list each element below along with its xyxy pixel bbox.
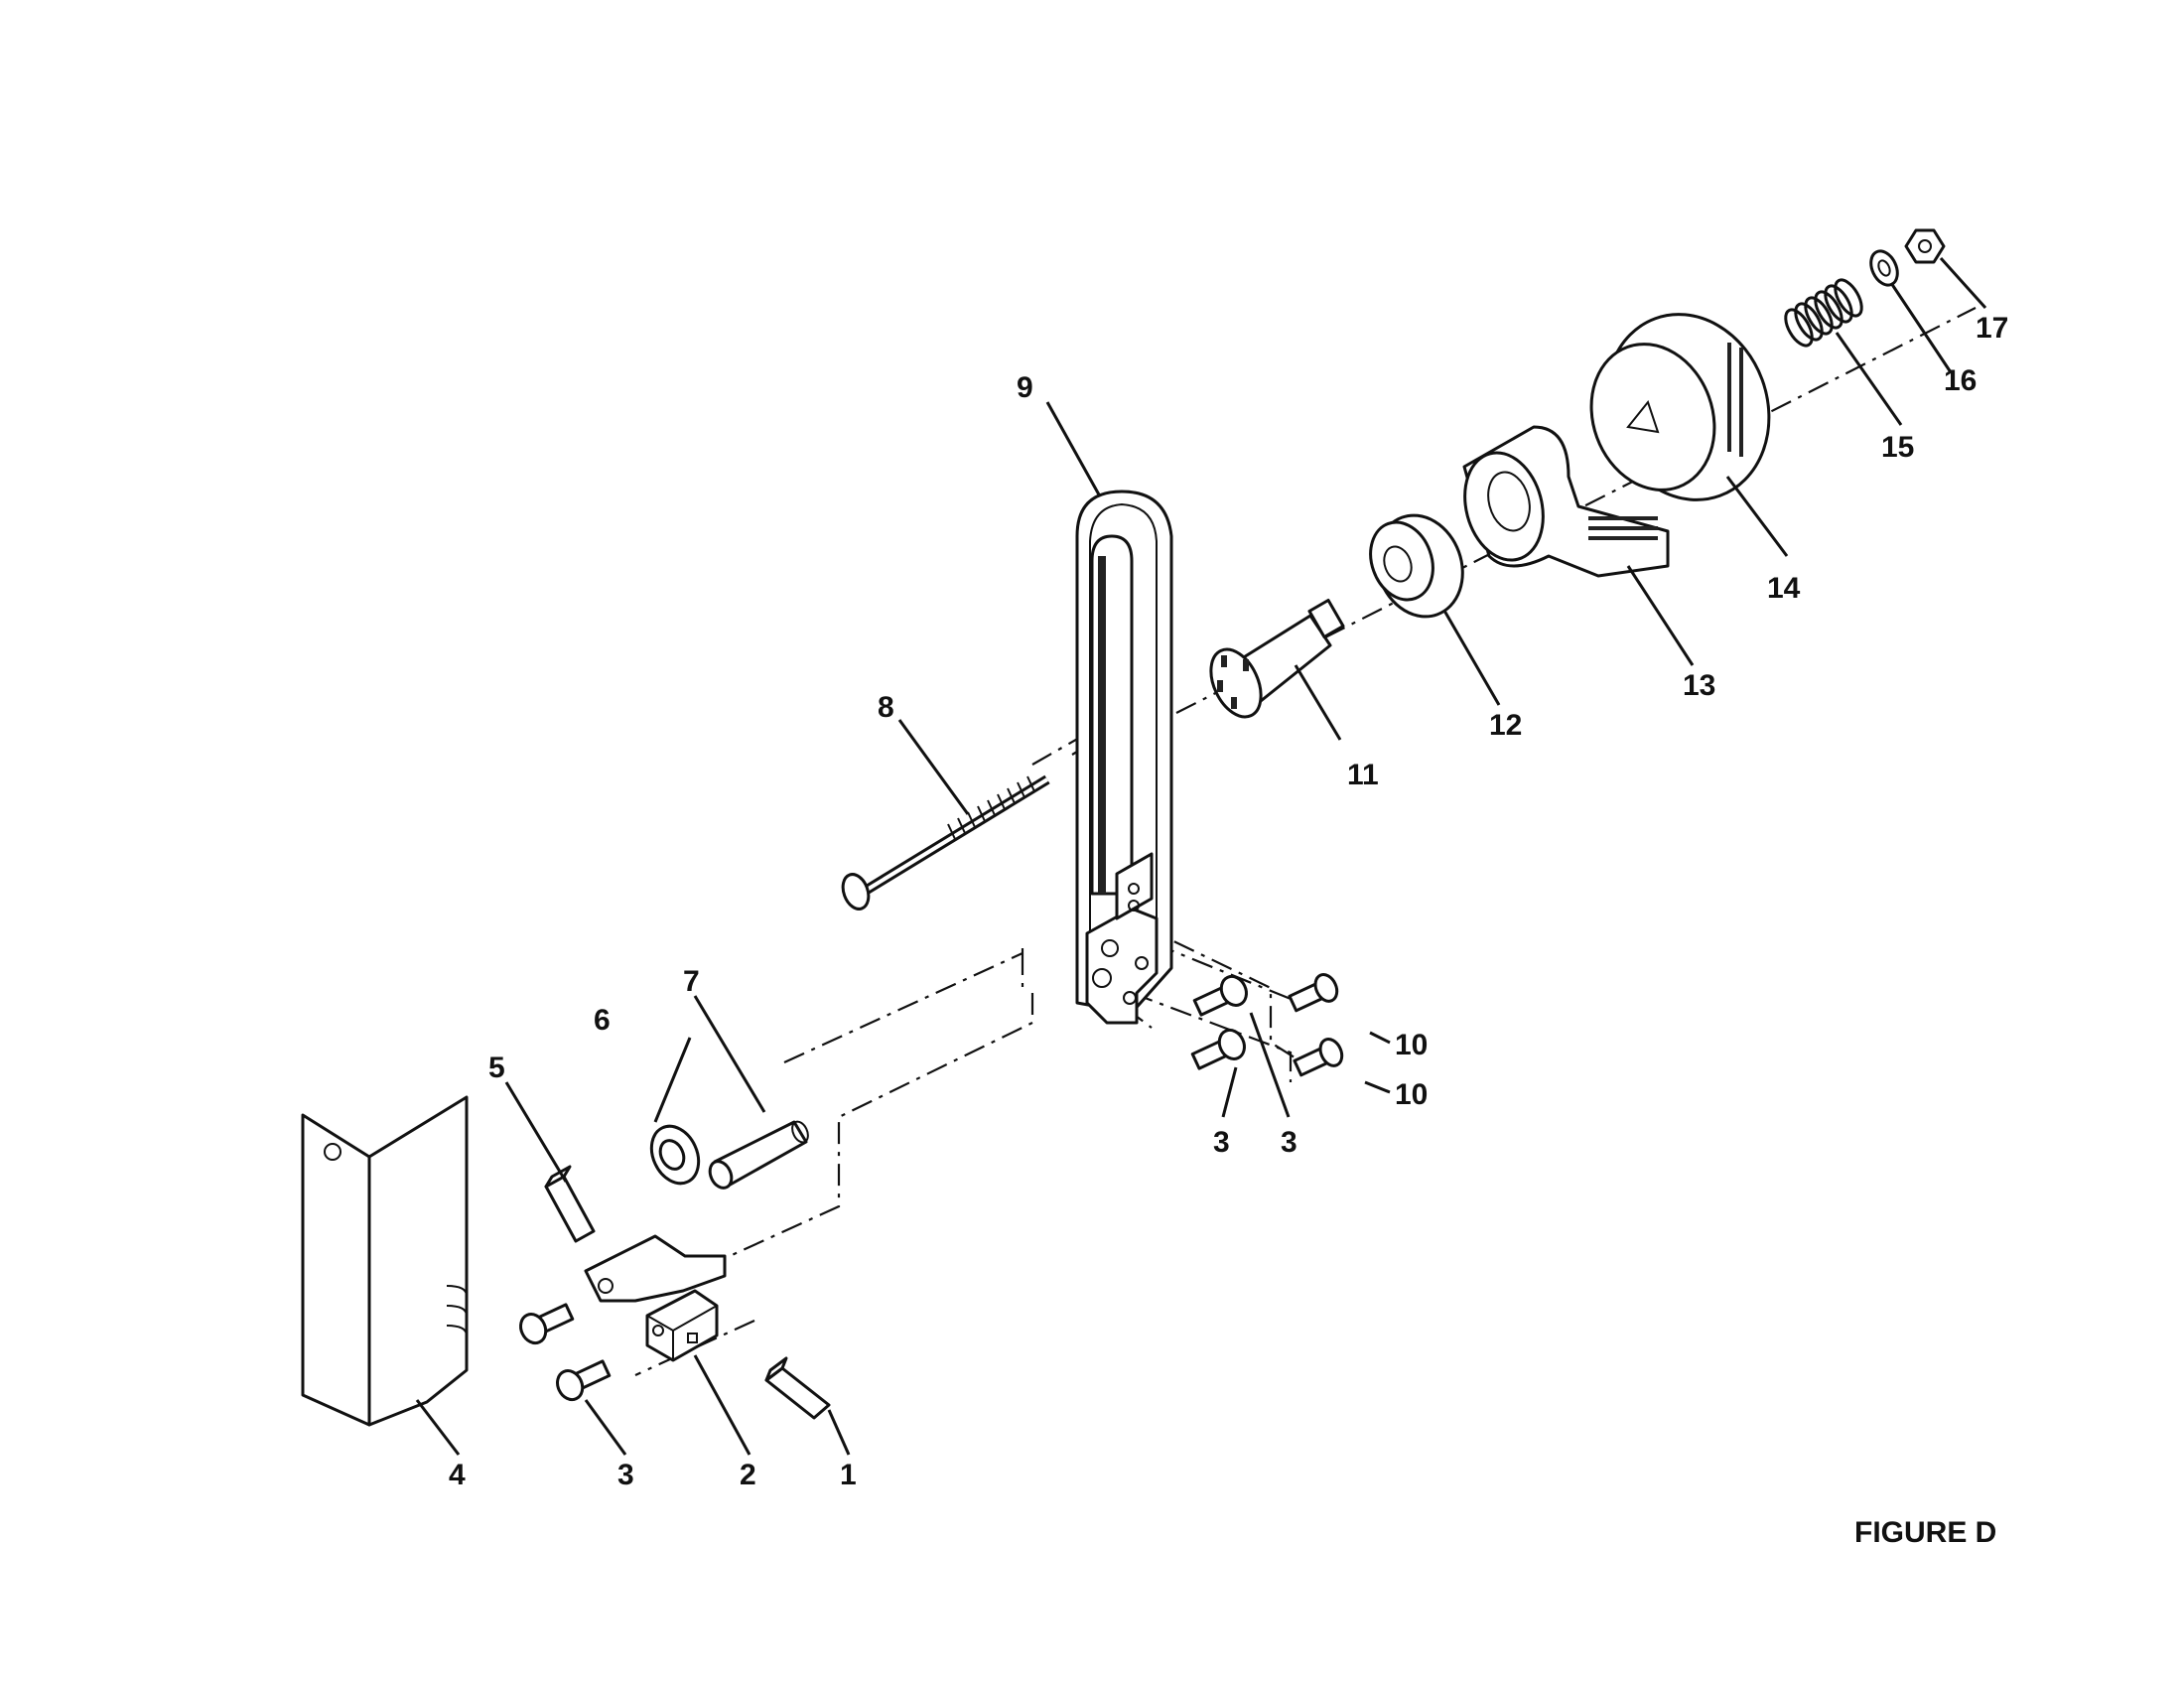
part-9-slotted-arm [1075, 490, 1173, 1025]
label-part-8: 8 [878, 691, 894, 724]
label-part-12: 12 [1489, 709, 1522, 742]
figure-title: FIGURE D [1854, 1516, 1996, 1549]
leader-lines [415, 256, 1987, 1456]
part-11-pinion-shaft [1209, 599, 1345, 719]
part-3-screws-upper [1190, 974, 1248, 1070]
center-lines [634, 307, 1977, 1376]
label-part-3-left: 3 [1213, 1126, 1230, 1159]
label-part-15: 15 [1881, 431, 1914, 464]
callout-labels: 9 8 11 12 13 14 15 16 17 10 10 3 3 6 7 5… [449, 312, 2008, 1491]
part-14-knob [1589, 313, 1771, 501]
label-part-1: 1 [840, 1459, 857, 1491]
label-part-7: 7 [683, 965, 700, 998]
part-8-carriage-bolt [841, 774, 1050, 911]
part-2-block [584, 1234, 727, 1362]
label-part-13: 13 [1683, 669, 1715, 702]
part-17-nut [1904, 228, 1946, 264]
label-part-9: 9 [1017, 371, 1033, 404]
part-13-lock-lever [1462, 425, 1670, 578]
label-part-14: 14 [1767, 572, 1801, 605]
label-part-11: 11 [1347, 759, 1379, 791]
part-7-pin [708, 1120, 809, 1190]
label-part-17: 17 [1976, 312, 2008, 345]
part-16-washer [1869, 249, 1899, 287]
label-part-16: 16 [1944, 364, 1977, 397]
label-part-10-upper: 10 [1395, 1029, 1428, 1061]
label-part-4: 4 [449, 1459, 466, 1491]
label-part-6: 6 [594, 1004, 611, 1037]
part-12-cam [1369, 513, 1464, 619]
part-3-screws-lower [519, 1303, 612, 1402]
part-5-key [544, 1165, 596, 1243]
label-part-5: 5 [488, 1052, 505, 1084]
label-part-3-right: 3 [1281, 1126, 1297, 1159]
label-part-3-bottom: 3 [617, 1459, 634, 1491]
part-4-bracket-plate [301, 1095, 469, 1427]
label-part-2: 2 [740, 1459, 756, 1491]
part-1-key [764, 1356, 831, 1420]
label-part-10-lower: 10 [1395, 1078, 1428, 1111]
part-10-screws [1288, 973, 1344, 1077]
part-15-spring [1784, 278, 1863, 348]
part-6-bearing [649, 1124, 701, 1186]
